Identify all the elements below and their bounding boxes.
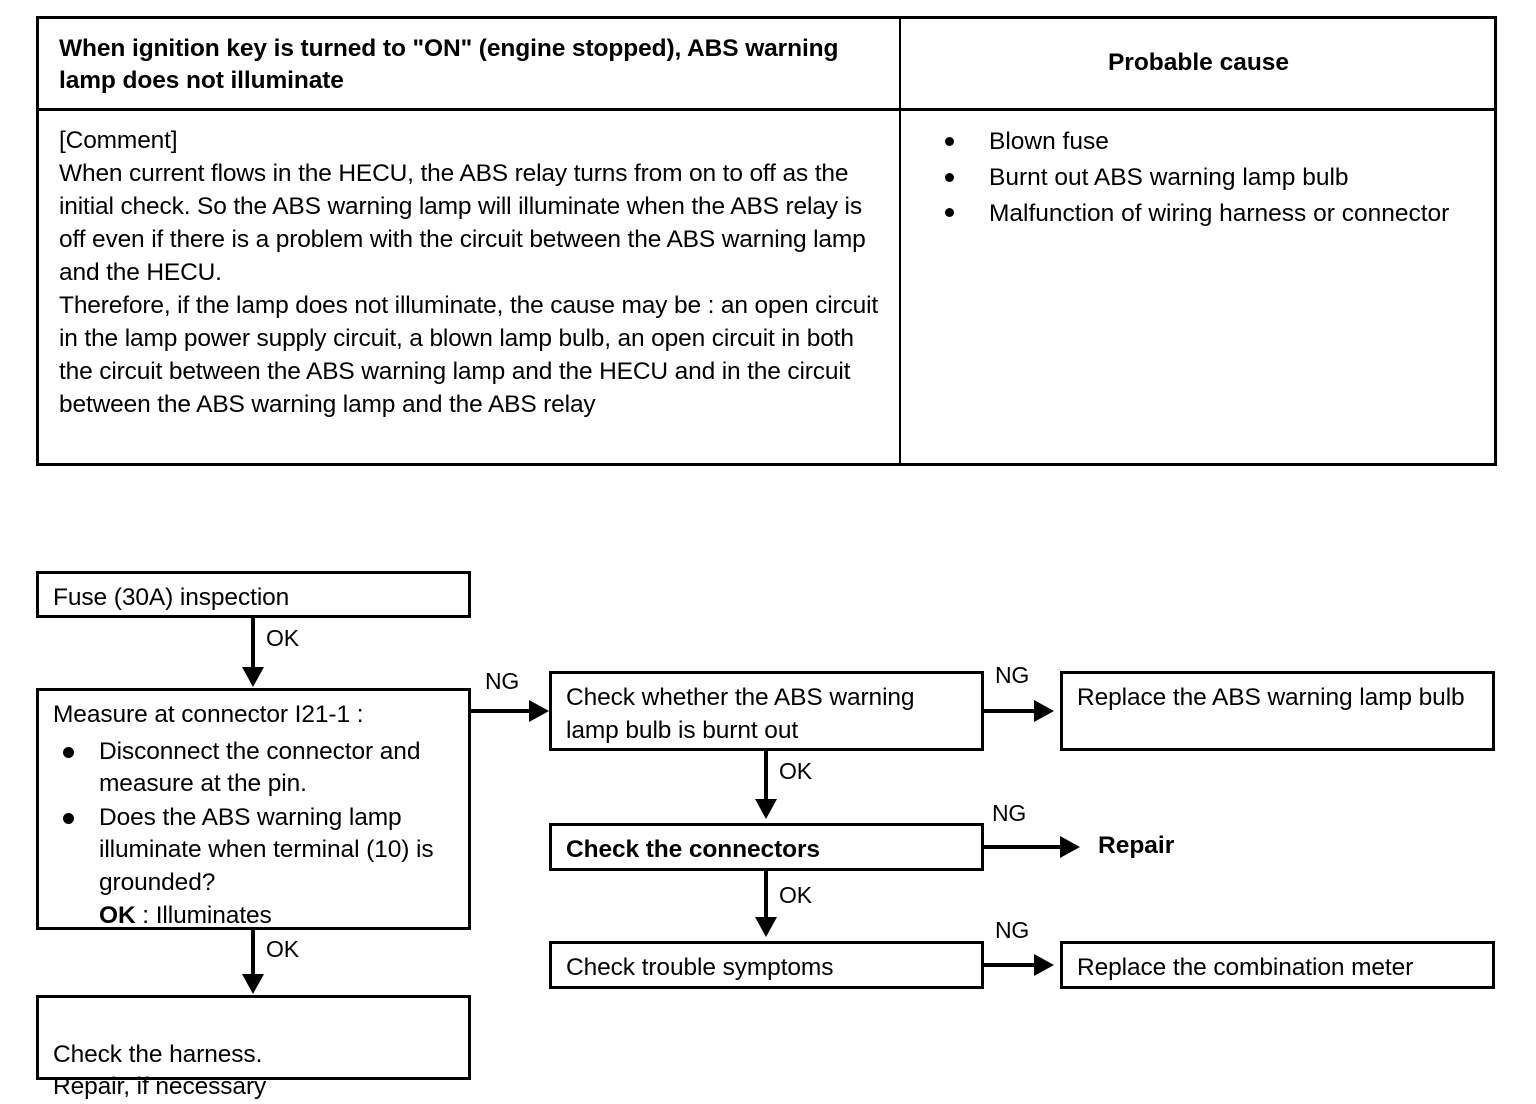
arrow-right-icon [1034, 954, 1054, 976]
arrow-right-icon [529, 700, 549, 722]
edge-label-ok: OK [266, 625, 299, 651]
bullet-icon [945, 172, 954, 182]
connector-line [764, 751, 768, 803]
comment-cell: [Comment] When current flows in the HECU… [39, 111, 901, 463]
table-body-row: [Comment] When current flows in the HECU… [39, 111, 1494, 463]
list-item: Does the ABS warning lamp illuminate whe… [53, 802, 456, 900]
flow-box-text: Check the connectors [566, 836, 820, 863]
symptom-table: When ignition key is turned to "ON" (eng… [36, 16, 1497, 466]
symptom-title: When ignition key is turned to "ON" (eng… [59, 35, 839, 95]
edge-label-ok: OK [266, 936, 299, 962]
flow-box-text: Check the harness. Repair, if necessary [53, 1040, 267, 1101]
flow-box-check-symptoms: Check trouble symptoms [549, 941, 984, 989]
connector-line [984, 709, 1037, 713]
flow-label-repair: Repair [1098, 832, 1175, 859]
comment-label: [Comment] [59, 127, 178, 154]
flow-box-check-bulb: Check whether the ABS warning lamp bulb … [549, 671, 984, 751]
table-header-cause-cell: Probable cause [901, 19, 1494, 108]
bullet-icon [63, 813, 74, 824]
cause-text: Malfunction of wiring harness or connect… [989, 199, 1450, 227]
bullet-icon [945, 208, 954, 218]
arrow-down-icon [755, 917, 777, 937]
measure-steps-list: Disconnect the connector and measure at … [53, 736, 456, 900]
bullet-icon [63, 746, 74, 758]
arrow-down-icon [242, 974, 264, 994]
arrow-right-icon [1060, 836, 1080, 858]
probable-cause-title: Probable cause [1107, 49, 1290, 76]
flow-box-text: Check trouble symptoms [566, 954, 834, 981]
flow-box-text: Replace the combination meter [1077, 954, 1414, 981]
connector-line [251, 618, 255, 672]
flow-box-replace-bulb: Replace the ABS warning lamp bulb [1060, 671, 1495, 751]
measure-step-text: Disconnect the connector and measure at … [99, 737, 421, 798]
arrow-down-icon [242, 667, 264, 687]
edge-label-ng: NG [485, 668, 520, 694]
arrow-right-icon [1034, 700, 1054, 722]
connector-line [984, 963, 1037, 967]
table-header-symptom-cell: When ignition key is turned to "ON" (eng… [39, 19, 901, 108]
flow-box-replace-meter: Replace the combination meter [1060, 941, 1495, 989]
flow-box-text: Replace the ABS warning lamp bulb [1077, 684, 1465, 711]
cause-text: Burnt out ABS warning lamp bulb [989, 163, 1349, 191]
probable-cause-list: Blown fuse Burnt out ABS warning lamp bu… [921, 125, 1476, 230]
arrow-down-icon [755, 799, 777, 819]
edge-label-ng: NG [995, 662, 1030, 688]
connector-line [471, 709, 533, 713]
flow-box-text: Check whether the ABS warning lamp bulb … [566, 684, 915, 744]
edge-label-ok: OK [779, 882, 812, 908]
flow-box-fuse-inspection: Fuse (30A) inspection [36, 571, 471, 618]
connector-line [764, 871, 768, 921]
list-item: Malfunction of wiring harness or connect… [921, 197, 1476, 231]
measure-ok-value: : Illuminates [142, 902, 272, 930]
measure-step-text: Does the ABS warning lamp illuminate whe… [99, 803, 434, 896]
measure-ok-label: OK [99, 902, 136, 930]
list-item: Blown fuse [921, 125, 1476, 159]
flow-box-measure-connector: Measure at connector I21-1 : Disconnect … [36, 688, 471, 930]
comment-text: When current flows in the HECU, the ABS … [59, 159, 879, 418]
cause-cell: Blown fuse Burnt out ABS warning lamp bu… [901, 111, 1494, 463]
cause-text: Blown fuse [989, 128, 1109, 155]
connector-line [251, 930, 255, 980]
bullet-icon [945, 136, 954, 146]
flow-box-text: Fuse (30A) inspection [53, 584, 290, 611]
edge-label-ng: NG [995, 917, 1030, 943]
flow-box-check-harness: Check the harness. Repair, if necessary [36, 995, 471, 1100]
connector-line [984, 845, 1064, 849]
table-header-row: When ignition key is turned to "ON" (eng… [39, 19, 1494, 111]
edge-label-ng: NG [992, 800, 1027, 826]
flow-box-check-connectors: Check the connectors [549, 823, 984, 871]
edge-label-ok: OK [779, 758, 812, 784]
measure-title: Measure at connector I21-1 : [53, 701, 364, 728]
measure-ok-criterion: OK : Illuminates [99, 900, 456, 933]
list-item: Burnt out ABS warning lamp bulb [921, 161, 1476, 195]
list-item: Disconnect the connector and measure at … [53, 736, 456, 801]
